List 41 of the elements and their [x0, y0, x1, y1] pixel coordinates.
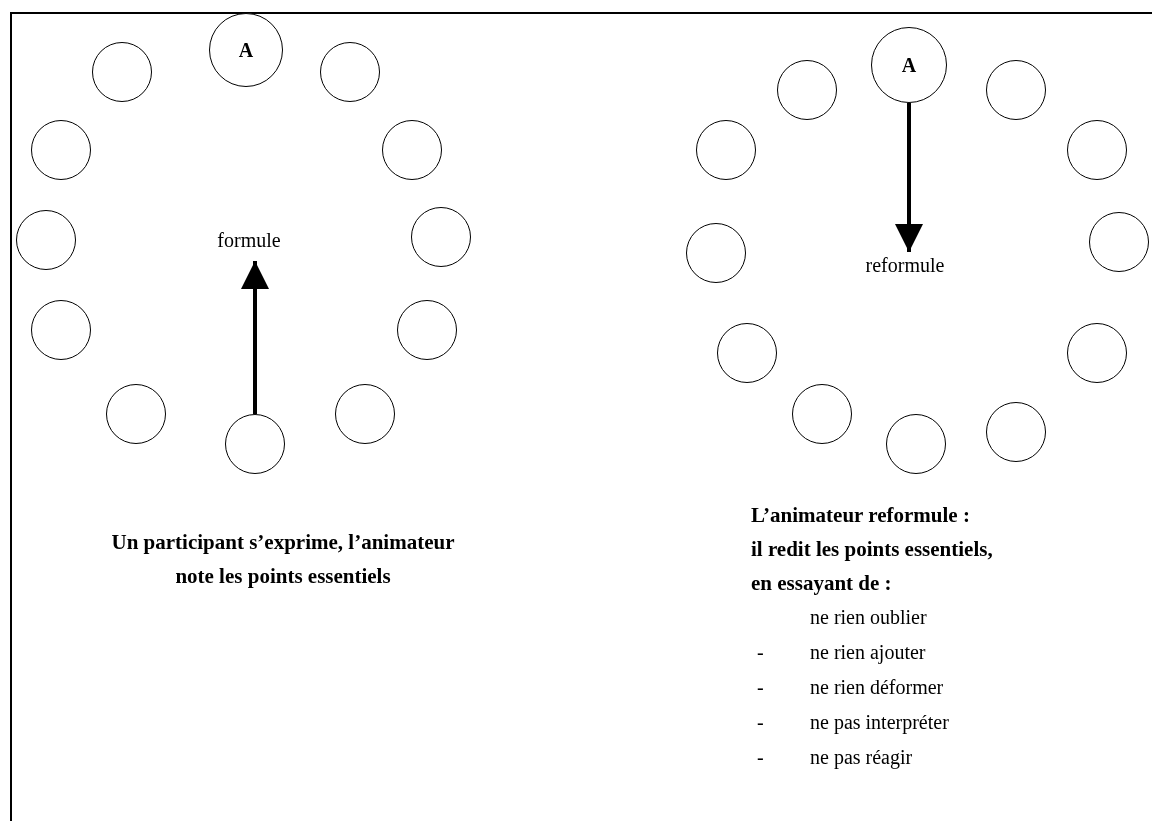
list-item-text: ne rien oublier: [810, 606, 927, 629]
heading-text: il redit les points essentiels,: [751, 537, 993, 562]
person-circle: [777, 60, 837, 120]
heading-text: L’animateur reformule :: [751, 503, 970, 528]
person-circle: [1067, 120, 1127, 180]
person-circle: [717, 323, 777, 383]
arrow: [241, 261, 269, 414]
list-dash: -: [757, 746, 764, 769]
person-circle: [320, 42, 380, 102]
person-circle: [16, 210, 76, 270]
list-dash: -: [757, 641, 764, 664]
heading-text: en essayant de :: [751, 571, 892, 596]
person-circle: [792, 384, 852, 444]
person-circle: [106, 384, 166, 444]
person-circle: [1089, 212, 1149, 272]
caption-text: Un participant s’exprime, l’animateur note les points essentiels: [110, 529, 456, 590]
person-circle: [31, 300, 91, 360]
person-circle: [696, 120, 756, 180]
participant-label: A: [901, 53, 917, 77]
person-circle: [686, 223, 746, 283]
list-item-text: ne rien déformer: [810, 676, 944, 699]
person-circle: [411, 207, 471, 267]
person-circle: [986, 60, 1046, 120]
list-item-text: ne pas interpréter: [810, 711, 949, 734]
person-circle: [92, 42, 152, 102]
person-circle: [225, 414, 285, 474]
person-circle: [397, 300, 457, 360]
action-label: reformule: [865, 253, 945, 277]
person-circle: [335, 384, 395, 444]
list-dash: -: [757, 711, 764, 734]
person-circle: [1067, 323, 1127, 383]
list-dash: -: [757, 676, 764, 699]
participant-label: A: [238, 38, 254, 62]
person-circle: [886, 414, 946, 474]
person-circle: [382, 120, 442, 180]
action-label: formule: [217, 228, 281, 252]
list-item-text: ne rien ajouter: [810, 641, 926, 664]
list-item-text: ne pas réagir: [810, 746, 913, 769]
arrow: [895, 103, 923, 252]
person-circle: [31, 120, 91, 180]
person-circle: [986, 402, 1046, 462]
